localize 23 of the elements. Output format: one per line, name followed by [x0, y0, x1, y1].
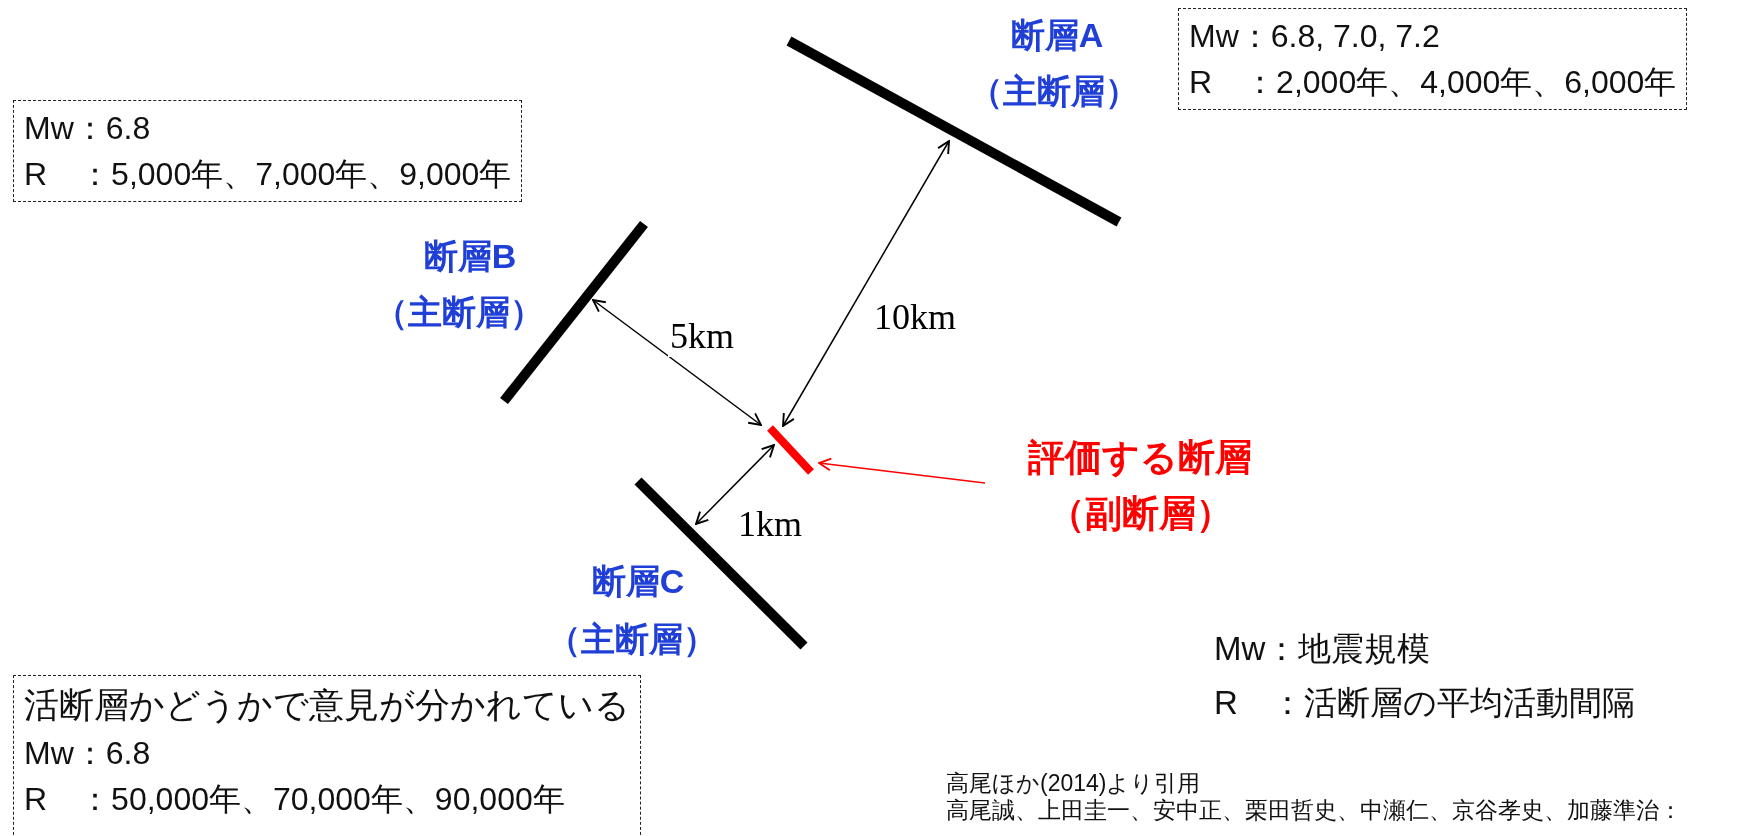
fault-label: 断層B — [423, 236, 517, 277]
fault-label: （主断層） — [969, 71, 1139, 112]
citation-text: 高尾誠、上田圭一、安中正、栗田哲史、中瀬仁、京谷孝史、加藤準治： — [946, 796, 1682, 825]
fault-label: （副断層） — [1046, 492, 1234, 536]
info-text: 活断層かどうかで意見が分かれている — [24, 684, 630, 726]
fault-label: 断層A — [1010, 15, 1104, 56]
arrow — [695, 444, 775, 525]
legend-text: R ：活断層の平均活動間隔 — [1214, 683, 1635, 723]
fault-label: （主断層） — [374, 292, 544, 333]
info-text: R ：50,000年、70,000年、90,000年 — [24, 780, 566, 819]
info-text: Mw：6.8 — [24, 734, 152, 773]
fault-label: 断層C — [591, 561, 685, 602]
info-text: R ：5,000年、7,000年、9,000年 — [24, 155, 512, 194]
citation-text: 高尾ほか(2014)より引用 — [946, 769, 1201, 798]
info-text: Mw：6.8, 7.0, 7.2 — [1189, 17, 1441, 56]
arrow — [782, 140, 950, 427]
arrow — [592, 299, 762, 426]
info-text: Mw：6.8 — [24, 109, 152, 148]
fault-label: （主断層） — [547, 619, 717, 660]
legend-text: Mw：地震規模 — [1214, 629, 1431, 669]
arrow — [818, 457, 986, 484]
info-text: R ：2,000年、4,000年、6,000年 — [1189, 63, 1677, 102]
fault-label: 評価する断層 — [1028, 436, 1252, 480]
